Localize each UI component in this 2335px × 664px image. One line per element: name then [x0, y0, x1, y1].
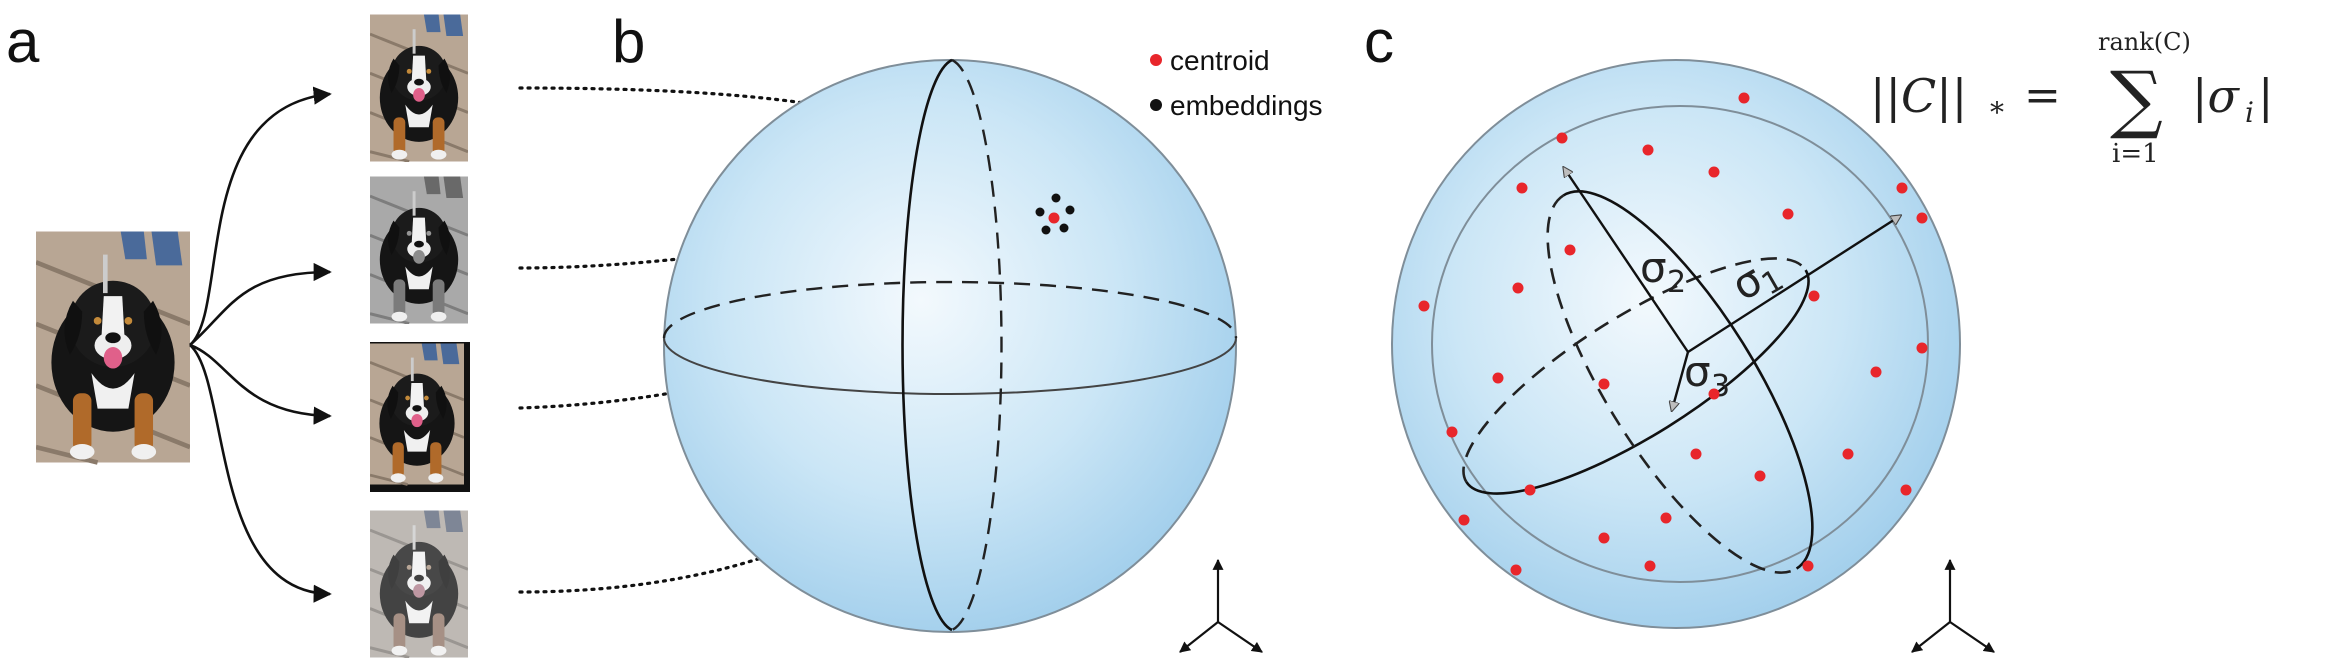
embedding-point: [1598, 532, 1610, 544]
embedding-point: [1802, 560, 1814, 572]
embedding-point: [1512, 282, 1524, 294]
legend-embeddings-label: embeddings: [1170, 90, 1323, 121]
embedding-point: [1564, 244, 1576, 256]
embedding-point: [1916, 212, 1928, 224]
embedding-point: [1738, 92, 1750, 104]
embedding-point: [1916, 342, 1928, 354]
embedding-point: [1660, 512, 1672, 524]
embedding-cluster: [1035, 193, 1075, 235]
panel-b-letter: b: [612, 8, 645, 75]
augmentation-arrows: [189, 86, 332, 603]
embedding-point: [1041, 225, 1051, 235]
embedding-point: [1870, 366, 1882, 378]
embedding-point: [1708, 388, 1720, 400]
legend-centroid-marker: [1150, 54, 1162, 66]
equation-lhs: ||C||: [1870, 69, 1967, 123]
equation-term-close: |: [2258, 69, 2274, 123]
equation-term: |σ: [2192, 69, 2240, 123]
original-dog-image: [36, 232, 190, 463]
covariance-ellipsoid: [1462, 190, 1814, 574]
sigma-arrows: [1564, 168, 1900, 410]
embedding-point: [1598, 378, 1610, 390]
legend-centroid-label: centroid: [1170, 45, 1270, 76]
embedding-point: [1065, 205, 1075, 215]
embedding-point: [1690, 448, 1702, 460]
sigma-2-label: σ: [1640, 243, 1667, 292]
embedding-point: [1556, 132, 1568, 144]
embedding-point: [1644, 560, 1656, 572]
equation-upper-limit: rank(C): [2098, 28, 2191, 56]
embedding-point: [1900, 484, 1912, 496]
embedding-point: [1516, 182, 1528, 194]
embedding-point: [1446, 426, 1458, 438]
augmented-image-1: [370, 14, 468, 162]
embedding-point: [1708, 166, 1720, 178]
embedding-point: [1035, 207, 1045, 217]
sphere-b: [662, 58, 1238, 633]
sphere-c: [1391, 59, 1961, 629]
embedding-point: [1842, 448, 1854, 460]
centroid-point: [1048, 212, 1060, 224]
embedding-point: [1754, 470, 1766, 482]
embedding-point: [1418, 300, 1430, 312]
embedding-point: [1808, 290, 1820, 302]
augmented-image-2: [370, 176, 468, 324]
axes-icon-b: [1179, 558, 1263, 653]
embedding-point: [1051, 193, 1061, 203]
equation-lhs-subscript: *: [1990, 96, 2004, 129]
embedding-point: [1524, 484, 1536, 496]
equation-lower-limit: i=1: [2112, 139, 2159, 169]
legend-embeddings-marker: [1150, 99, 1162, 111]
equation-sum-symbol: ∑: [2110, 56, 2163, 142]
panel-a-letter: a: [6, 8, 40, 75]
legend: centroid embeddings: [1150, 45, 1323, 121]
axes-icon-c: [1911, 558, 1995, 653]
embedding-point: [1510, 564, 1522, 576]
embedding-point: [1059, 223, 1069, 233]
embedding-point: [1492, 372, 1504, 384]
nuclear-norm-equation: ||C|| * = rank(C) ∑ i=1 |σ i |: [1870, 28, 2274, 169]
equation-term-subscript: i: [2245, 96, 2254, 129]
embedding-point: [1896, 182, 1908, 194]
equation-equals: =: [2024, 70, 2061, 121]
embedding-point: [1642, 144, 1654, 156]
scattered-embeddings: [1418, 92, 1928, 576]
panel-c-letter: c: [1364, 8, 1394, 75]
augmented-image-3: [370, 342, 470, 492]
sigma-2-subscript: 2: [1667, 265, 1686, 300]
sigma-3-label: σ: [1684, 347, 1711, 396]
embedding-point: [1782, 208, 1794, 220]
embedding-point: [1458, 514, 1470, 526]
augmented-image-4: [370, 510, 468, 658]
